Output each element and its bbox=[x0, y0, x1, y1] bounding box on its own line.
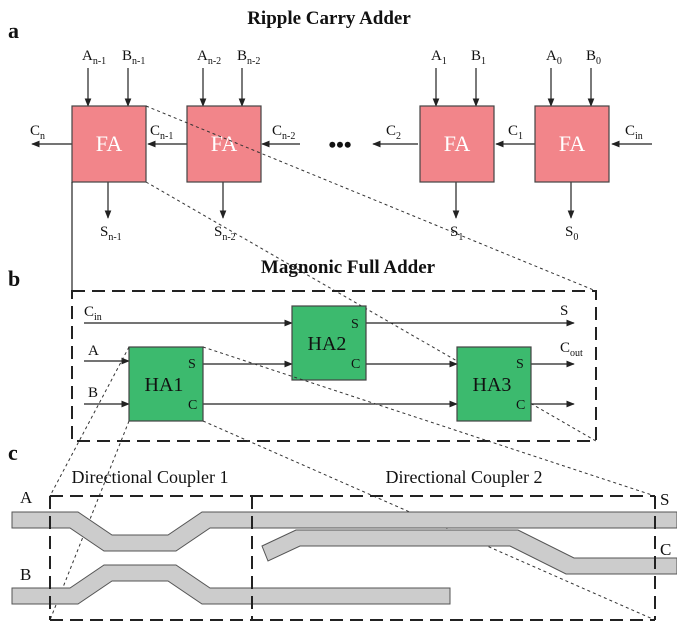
ha3-s-port: S bbox=[516, 357, 524, 372]
label-a-0: A0 bbox=[546, 48, 562, 67]
ha2-label: HA2 bbox=[308, 333, 347, 355]
label-s-n-2: Sn-2 bbox=[214, 224, 236, 243]
label-c-n-1: Cn-1 bbox=[150, 123, 173, 142]
ha3-label: HA3 bbox=[473, 374, 512, 396]
label-a-c: A bbox=[20, 488, 33, 507]
label-b-c: B bbox=[20, 565, 31, 584]
label-a-1: A1 bbox=[431, 48, 447, 67]
label-b-1: B1 bbox=[471, 48, 486, 67]
label-b-n-1: Bn-1 bbox=[122, 48, 145, 67]
ellipsis: ••• bbox=[328, 132, 351, 157]
label-s-n-1: Sn-1 bbox=[100, 224, 122, 243]
label-b-b: B bbox=[88, 385, 98, 401]
label-cout-b: Cout bbox=[560, 340, 583, 359]
ha1-s-port: S bbox=[188, 357, 196, 372]
fa-block-2: FA bbox=[186, 105, 262, 183]
half-adder-1: HA1 S C bbox=[128, 346, 204, 422]
panel-b-frame bbox=[71, 290, 597, 442]
label-c-in: Cin bbox=[625, 123, 643, 142]
panel-a-title: Ripple Carry Adder bbox=[247, 8, 411, 29]
fa-block-3-label: FA bbox=[444, 131, 471, 156]
coupler-frames bbox=[49, 495, 656, 621]
fa-block-2-label: FA bbox=[211, 131, 238, 156]
label-a-n-1: An-1 bbox=[82, 48, 106, 67]
panel-a-letter: a bbox=[8, 18, 19, 43]
waveguides bbox=[11, 511, 677, 605]
ha2-s-port: S bbox=[351, 317, 359, 332]
fa-block-3: FA bbox=[419, 105, 495, 183]
panel-b-letter: b bbox=[8, 266, 20, 291]
coupler-2-label: Directional Coupler 2 bbox=[386, 467, 543, 487]
panel-b-title: Magnonic Full Adder bbox=[261, 257, 436, 278]
label-c-c: C bbox=[660, 540, 671, 559]
waveguide-b bbox=[11, 564, 451, 605]
label-s-b: S bbox=[560, 303, 568, 319]
fa-sum-arrows bbox=[104, 182, 575, 219]
label-c-1: C1 bbox=[508, 123, 523, 142]
waveguide-a bbox=[11, 511, 677, 552]
label-c-2: C2 bbox=[386, 123, 401, 142]
label-b-0: B0 bbox=[586, 48, 601, 67]
label-c-n: Cn bbox=[30, 123, 45, 142]
fa-block-4: FA bbox=[534, 105, 610, 183]
coupler-1-label: Directional Coupler 1 bbox=[72, 467, 229, 487]
half-adder-2: HA2 S C bbox=[291, 305, 367, 381]
fa-block-1: FA bbox=[71, 105, 147, 183]
ha1-label: HA1 bbox=[145, 374, 184, 396]
label-cin-b: Cin bbox=[84, 304, 102, 323]
waveguide-c bbox=[261, 529, 677, 575]
label-s-0: S0 bbox=[565, 224, 578, 243]
label-a-b: A bbox=[88, 343, 99, 359]
ha1-c-port: C bbox=[188, 398, 197, 413]
full-adder-wires bbox=[84, 319, 575, 408]
label-s-c: S bbox=[660, 490, 669, 509]
panel-c-letter: c bbox=[8, 440, 18, 465]
ha2-c-port: C bbox=[351, 357, 360, 372]
fa-block-4-label: FA bbox=[559, 131, 586, 156]
label-b-n-2: Bn-2 bbox=[237, 48, 260, 67]
label-a-n-2: An-2 bbox=[197, 48, 221, 67]
fa-input-arrows bbox=[84, 68, 595, 107]
ha3-c-port: C bbox=[516, 398, 525, 413]
label-s-1: S1 bbox=[450, 224, 463, 243]
fa-block-1-label: FA bbox=[96, 131, 123, 156]
half-adder-3: HA3 S C bbox=[456, 346, 532, 422]
label-c-n-2: Cn-2 bbox=[272, 123, 295, 142]
